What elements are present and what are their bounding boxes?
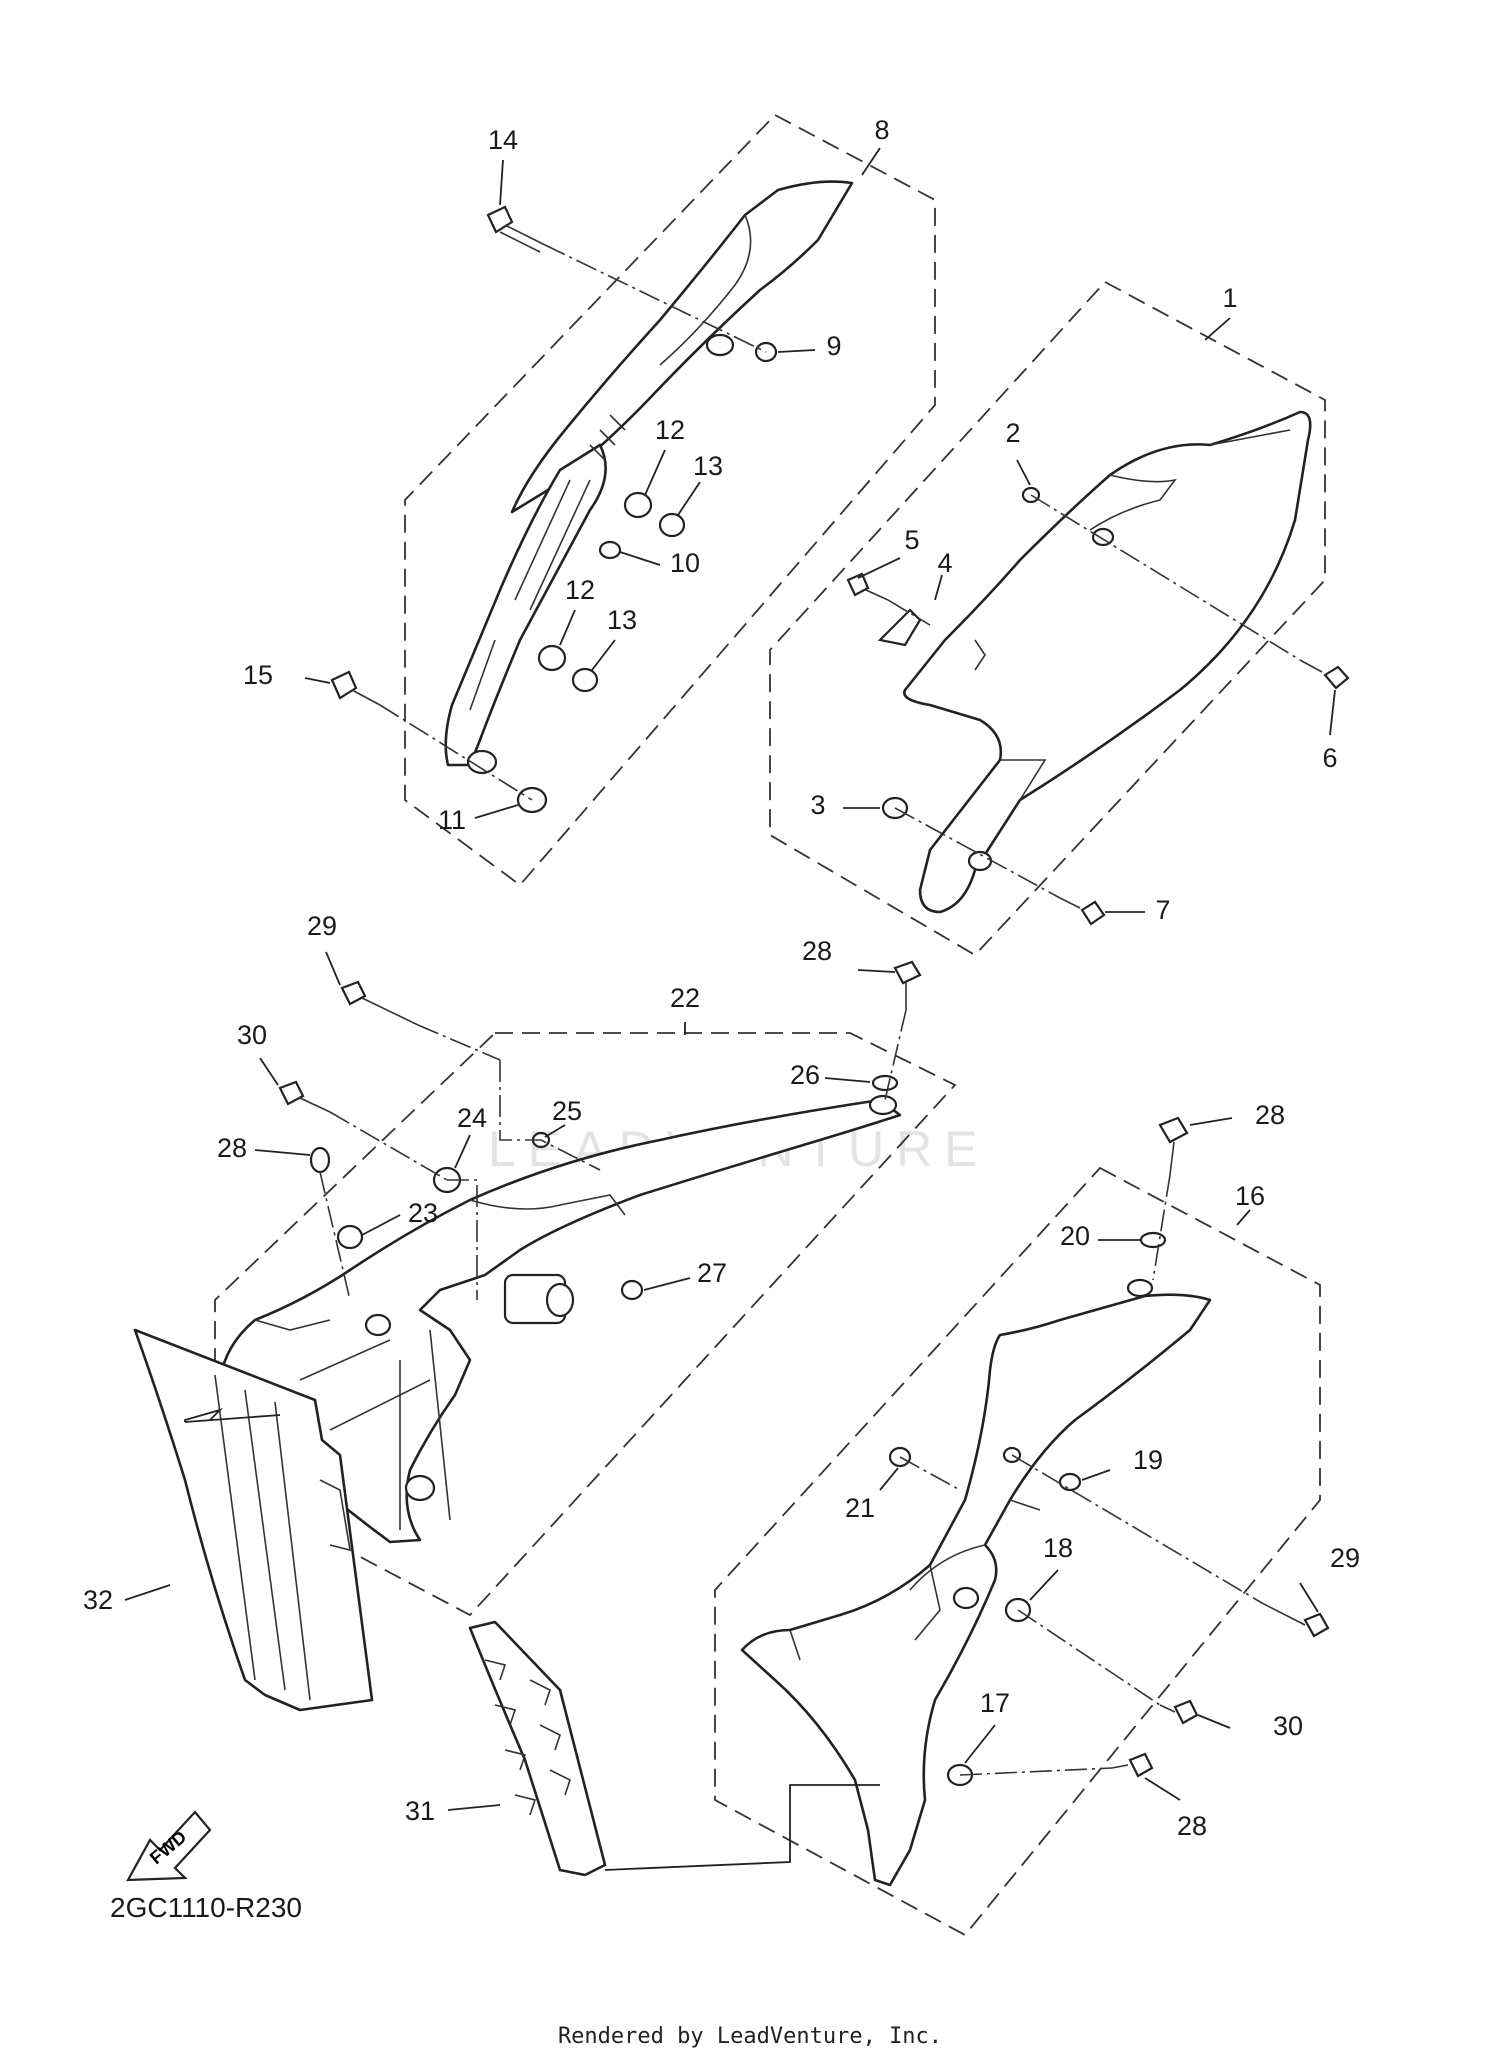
bolt-28-left (309, 1146, 331, 1174)
group-outline-16 (714, 1166, 1321, 1937)
callout-32: 32 (83, 1585, 113, 1615)
bolt-28-upper (893, 960, 922, 1010)
bracket-4 (877, 608, 922, 647)
part-8-upper-cover (444, 180, 854, 775)
group-outline-22 (214, 1032, 957, 1617)
callout-1: 1 (1222, 283, 1237, 313)
fwd-arrow-icon: FWD (126, 1810, 212, 1882)
callout-26: 26 (790, 1060, 820, 1090)
callout-13-lower: 13 (607, 605, 637, 635)
grommet-19 (1058, 1472, 1082, 1492)
callout-30-right: 30 (1273, 1711, 1303, 1741)
washer-26 (871, 1074, 899, 1092)
callout-5: 5 (904, 525, 919, 555)
callout-6: 6 (1322, 743, 1337, 773)
callout-28-left: 28 (217, 1133, 247, 1163)
callout-30-left: 30 (237, 1020, 267, 1050)
bolt-28-bottom (1111, 1752, 1154, 1778)
callout-25: 25 (552, 1096, 582, 1126)
callout-23: 23 (408, 1198, 438, 1228)
callout-11: 11 (438, 805, 466, 835)
callout-13-upper: 13 (693, 451, 723, 481)
callout-28-bottom: 28 (1177, 1811, 1207, 1841)
bolt-5 (846, 572, 889, 601)
bolt-28-right (1158, 1116, 1189, 1176)
callout-14: 14 (488, 125, 518, 155)
callout-10: 10 (670, 548, 700, 578)
part-1-shroud (903, 410, 1312, 914)
connector-22-to-32 (184, 1414, 281, 1423)
callout-29-right: 29 (1330, 1543, 1360, 1573)
callout-7: 7 (1155, 895, 1170, 925)
assembly-axis-lines (319, 244, 1301, 1776)
callout-15: 15 (243, 660, 273, 690)
callout-2: 2 (1005, 418, 1020, 448)
callout-8: 8 (874, 115, 889, 145)
callout-28-upper: 28 (802, 936, 832, 966)
bolt-30-left (278, 1080, 331, 1113)
bolt-14 (486, 205, 546, 253)
part-16-lower-cover (740, 1278, 1212, 1887)
diagram-code: 2GC1110-R230 (110, 1892, 302, 1923)
callout-24: 24 (457, 1103, 487, 1133)
callout-21: 21 (845, 1493, 875, 1523)
callout-27: 27 (697, 1258, 727, 1288)
leader-lines (124, 147, 1336, 1811)
callout-19: 19 (1133, 1445, 1163, 1475)
callout-12-lower: 12 (565, 575, 595, 605)
callout-22: 22 (670, 983, 700, 1013)
cap-13-upper (658, 512, 686, 538)
callout-labels: 1 2 3 4 5 6 7 8 9 10 11 12 12 13 13 14 1… (83, 115, 1360, 1841)
connector-32 (184, 1408, 224, 1422)
bolt-15 (330, 670, 381, 706)
cap-13-lower (571, 667, 599, 693)
callout-18: 18 (1043, 1533, 1073, 1563)
part-32-grille (133, 1328, 374, 1712)
callout-28-right: 28 (1255, 1100, 1285, 1130)
rendered-by-footer: Rendered by LeadVenture, Inc. (557, 2024, 943, 2049)
collar-12-lower (537, 644, 567, 672)
connector-31-to-16 (604, 1784, 880, 1871)
part-31-louver (468, 1620, 607, 1877)
washer-10 (598, 540, 622, 560)
group-outline-1 (769, 280, 1326, 957)
bolt-7 (1059, 897, 1106, 926)
group-outline-8 (404, 113, 936, 887)
callout-29-left: 29 (307, 911, 337, 941)
part-22-lower-shroud (218, 1094, 902, 1544)
callout-3: 3 (810, 790, 825, 820)
callout-31: 31 (405, 1796, 435, 1826)
callout-9: 9 (826, 331, 841, 361)
collar-12-upper (623, 491, 653, 519)
bolt-6 (1299, 659, 1350, 690)
grommet-27 (620, 1279, 644, 1301)
callout-20: 20 (1060, 1221, 1090, 1251)
washer-20 (1139, 1231, 1167, 1249)
callout-12-upper: 12 (655, 415, 685, 445)
callout-16: 16 (1235, 1181, 1265, 1211)
callout-17: 17 (980, 1688, 1010, 1718)
callout-4: 4 (937, 548, 952, 578)
bolt-29-right (1261, 1602, 1330, 1638)
washer-23 (336, 1224, 364, 1250)
bolt-30-right (1159, 1699, 1199, 1725)
bolt-29-left (340, 980, 419, 1026)
